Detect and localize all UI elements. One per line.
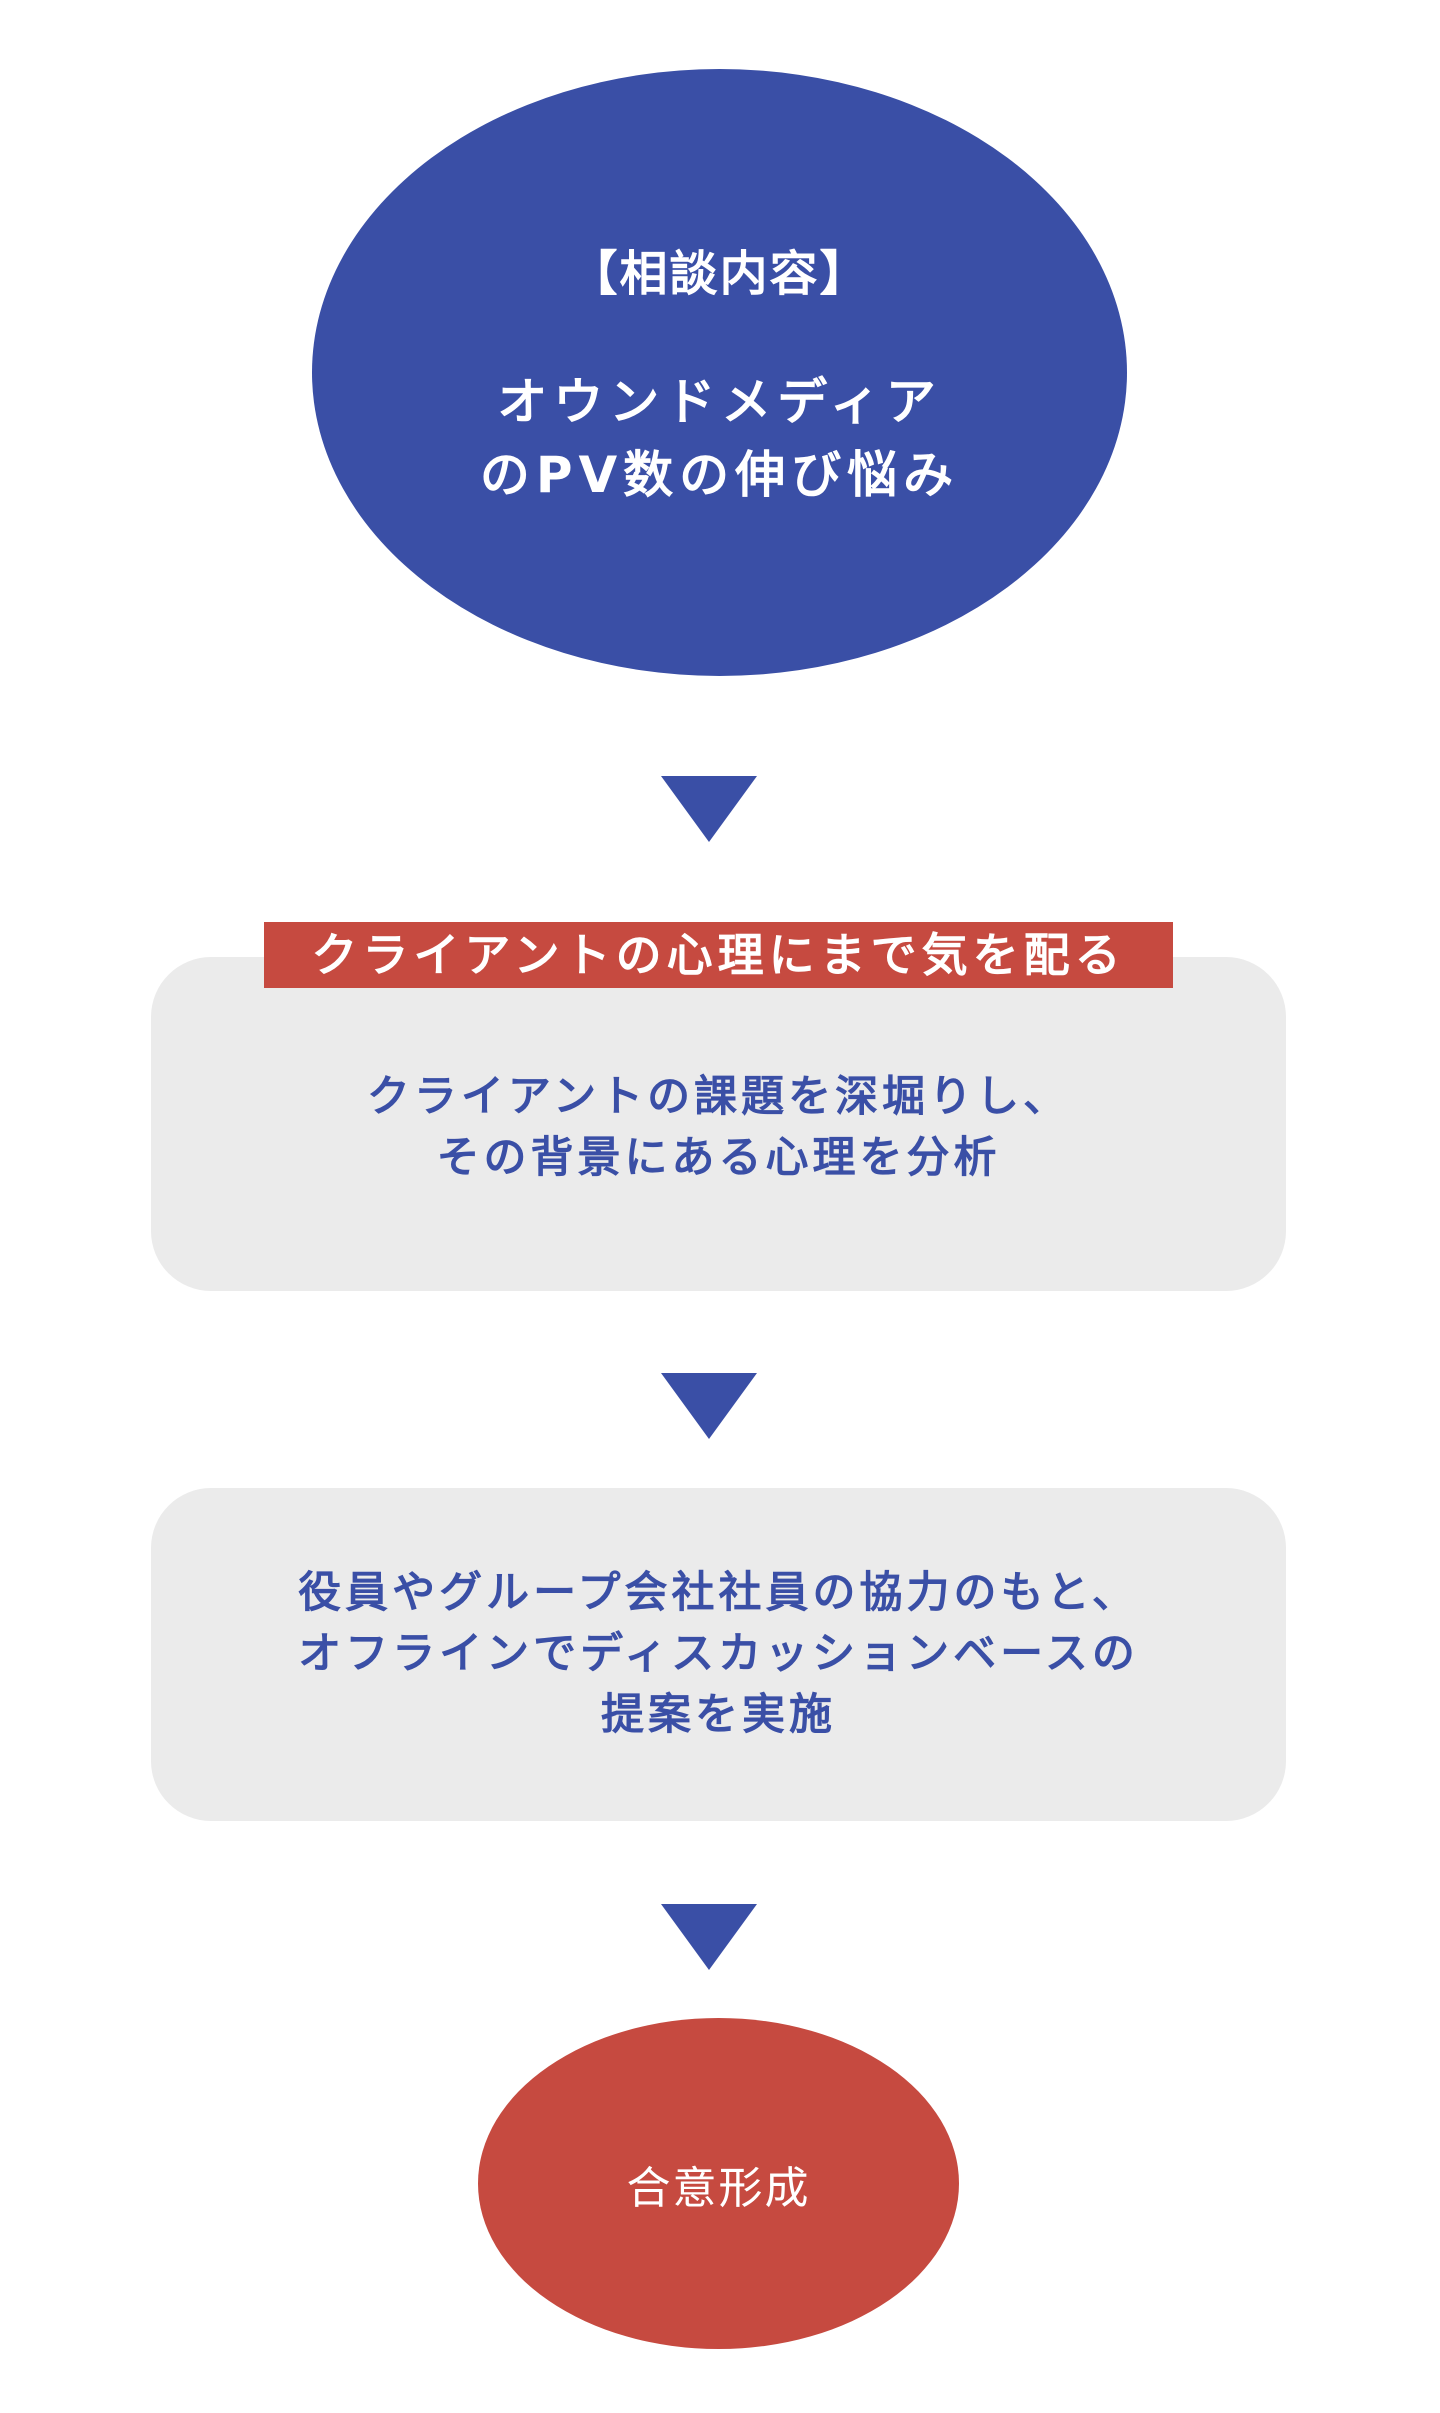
step2-box: 役員やグループ会社社員の協力のもと、 オフラインでディスカッションベースの 提案…: [151, 1488, 1286, 1821]
step2-line: 役員やグループ会社社員の協力のもと、: [298, 1568, 1139, 1618]
step1-box: クライアントの課題を深堀りし、 その背景にある心理を分析: [151, 957, 1286, 1291]
result-text: 合意形成: [626, 2162, 811, 2214]
consultation-line: オウンドメディア: [497, 372, 942, 431]
step1-line: クライアントの課題を深堀りし、: [366, 1072, 1071, 1122]
consultation-title: 【相談内容】: [569, 245, 870, 302]
step1-line: その背景にある心理を分析: [436, 1133, 1001, 1183]
consultation-line: のPV数の伸び悩み: [479, 445, 960, 504]
down-arrow-icon: [661, 1904, 757, 1970]
step2-line: 提案を実施: [601, 1690, 836, 1740]
consultation-ellipse: 【相談内容】 オウンドメディア のPV数の伸び悩み: [312, 69, 1127, 676]
step2-line: オフラインでディスカッションベースの: [298, 1629, 1139, 1679]
step1-label: クライアントの心理にまで気を配る: [264, 922, 1173, 988]
result-ellipse: 合意形成: [478, 2018, 959, 2349]
down-arrow-icon: [661, 776, 757, 842]
down-arrow-icon: [661, 1373, 757, 1439]
